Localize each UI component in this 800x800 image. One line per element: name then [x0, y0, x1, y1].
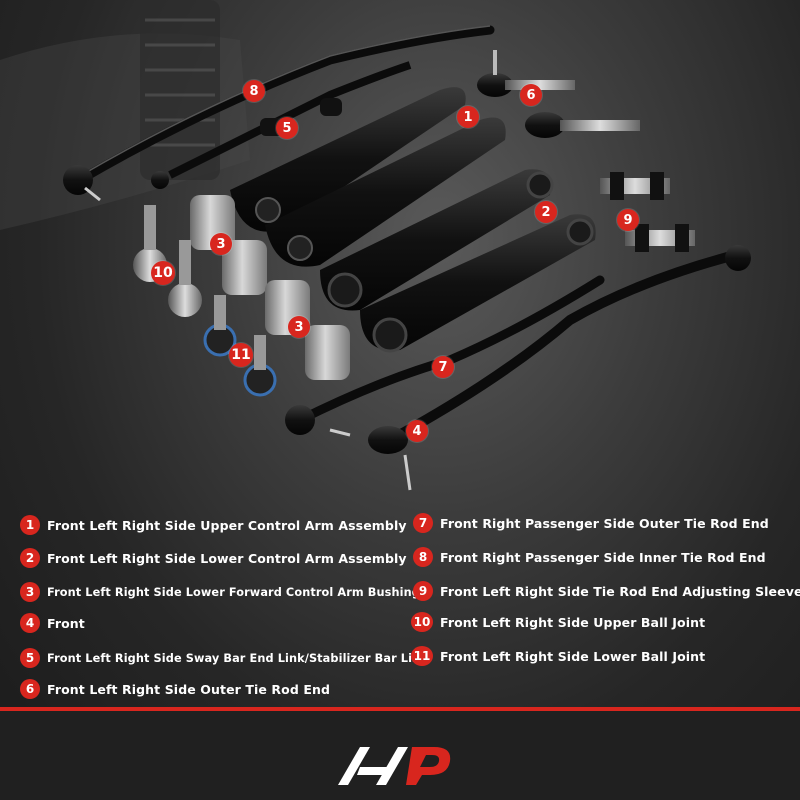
legend-number: 8: [413, 547, 433, 567]
callout-badge: 5: [276, 117, 298, 139]
callout-badge: 10: [151, 261, 175, 285]
legend-item: 1 Front Left Right Side Upper Control Ar…: [20, 515, 407, 535]
legend-label: Front: [47, 615, 85, 631]
legend-number: 1: [20, 515, 40, 535]
legend-item: 6 Front Left Right Side Outer Tie Rod En…: [20, 679, 330, 699]
legend-label: Front Left Right Side Upper Control Arm …: [47, 517, 407, 533]
callout-badge: 9: [617, 209, 639, 231]
legend-label: Front Left Right Side Lower Forward Cont…: [47, 585, 420, 599]
legend-number: 2: [20, 548, 40, 568]
legend-number: 5: [20, 648, 40, 668]
accent-divider: [0, 707, 800, 711]
callout-badge: 1: [457, 106, 479, 128]
legend-number: 9: [413, 581, 433, 601]
callout-badge: 3: [210, 233, 232, 255]
callout-badge: 3: [288, 316, 310, 338]
a-premium-logo-icon: [338, 747, 451, 785]
legend-number: 6: [20, 679, 40, 699]
legend-item: 8 Front Right Passenger Side Inner Tie R…: [413, 547, 766, 567]
callout-badge: 6: [520, 84, 542, 106]
callout-badge: 2: [535, 201, 557, 223]
legend-item: 2 Front Left Right Side Lower Control Ar…: [20, 548, 407, 568]
legend-label: Front Right Passenger Side Inner Tie Rod…: [440, 549, 766, 565]
callout-badge: 7: [432, 356, 454, 378]
legend-item: 5 Front Left Right Side Sway Bar End Lin…: [20, 648, 428, 668]
legend-number: 4: [20, 613, 40, 633]
legend-label: Front Left Right Side Tie Rod End Adjust…: [440, 583, 800, 599]
legend-label: Front Left Right Side Sway Bar End Link/…: [47, 651, 428, 665]
parts-legend: 1 Front Left Right Side Upper Control Ar…: [0, 505, 800, 705]
legend-label: Front Left Right Side Lower Ball Joint: [440, 648, 706, 664]
parts-photo: [0, 18, 751, 491]
legend-label: Front Right Passenger Side Outer Tie Rod…: [440, 515, 769, 531]
legend-item: 10 Front Left Right Side Upper Ball Join…: [411, 612, 705, 632]
legend-item: 7 Front Right Passenger Side Outer Tie R…: [413, 513, 769, 533]
legend-item: 3 Front Left Right Side Lower Forward Co…: [20, 582, 420, 602]
legend-item: 9 Front Left Right Side Tie Rod End Adju…: [413, 581, 800, 601]
legend-label: Front Left Right Side Lower Control Arm …: [47, 550, 407, 566]
callout-badge: 11: [229, 343, 253, 367]
legend-label: Front Left Right Side Upper Ball Joint: [440, 614, 706, 630]
legend-item: 11 Front Left Right Side Lower Ball Join…: [411, 646, 705, 666]
callout-badge: 4: [406, 420, 428, 442]
legend-number: 3: [20, 582, 40, 602]
callout-badge: 8: [243, 80, 265, 102]
legend-number: 7: [413, 513, 433, 533]
legend-number: 10: [411, 612, 433, 632]
legend-number: 11: [411, 646, 433, 666]
legend-label: Front Left Right Side Outer Tie Rod End: [47, 681, 331, 697]
legend-item: 4 Front: [20, 613, 85, 633]
